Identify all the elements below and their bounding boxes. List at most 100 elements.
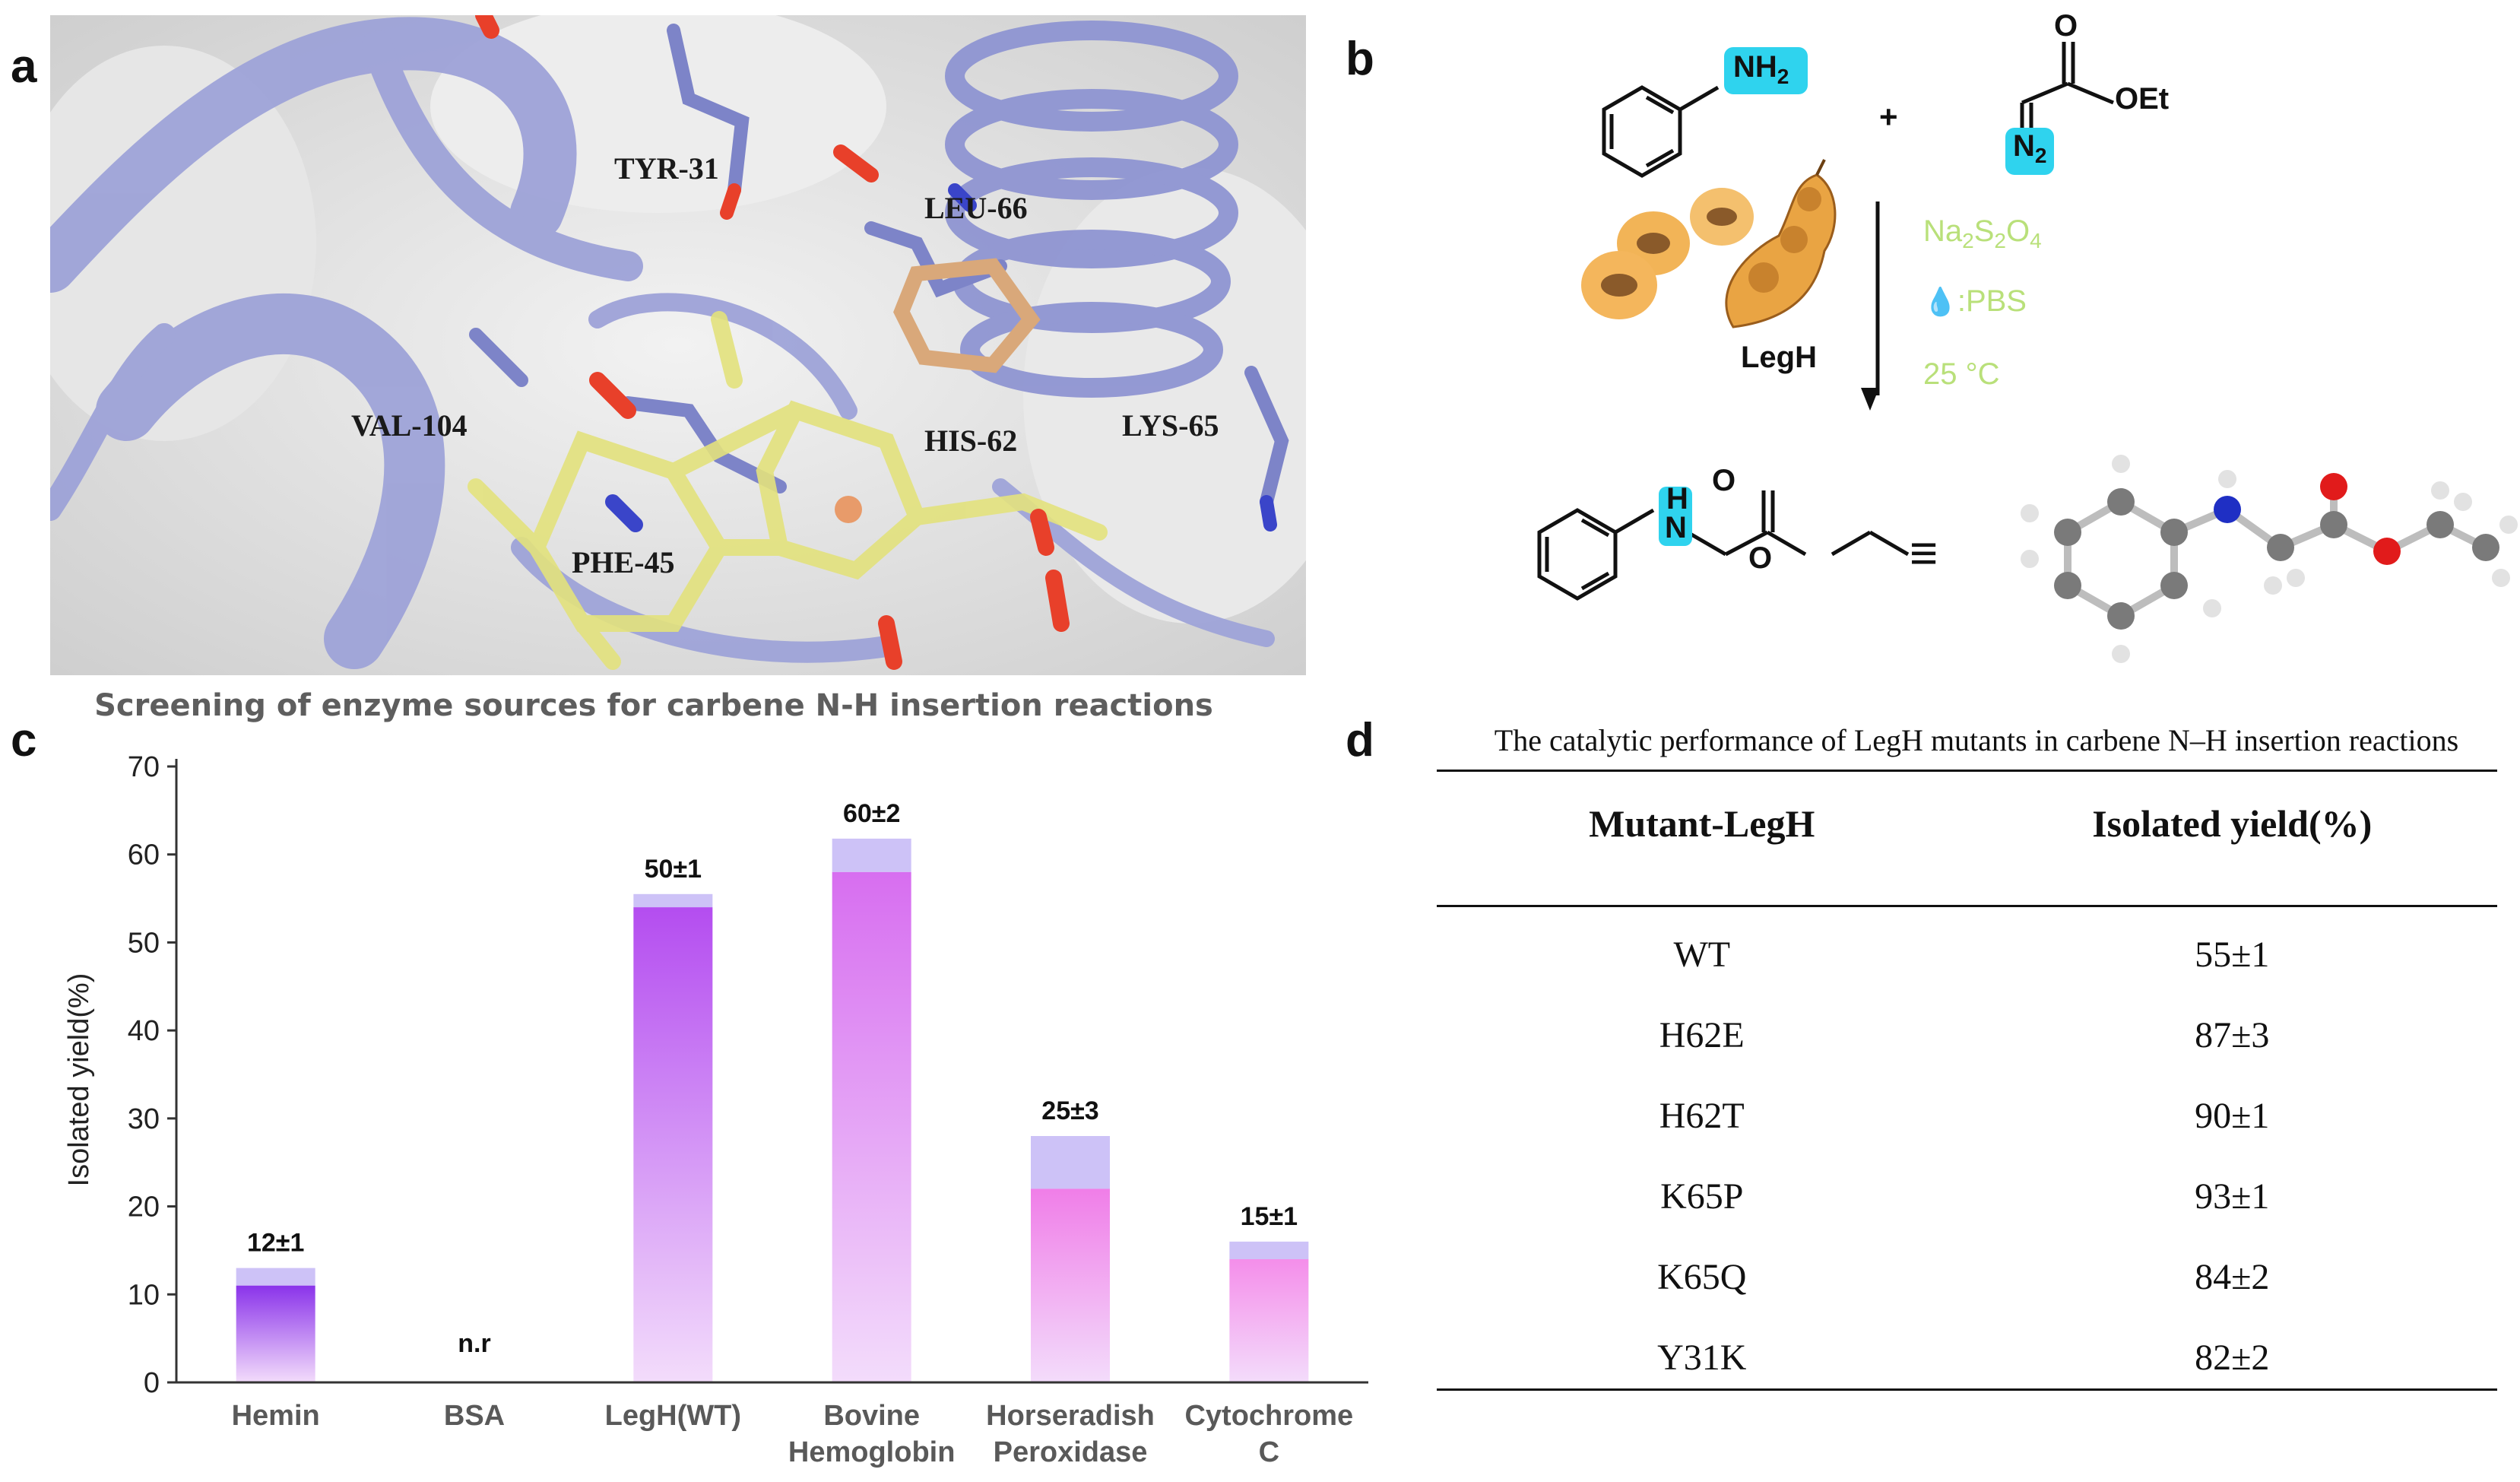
bar-error-band xyxy=(633,893,713,908)
mutant-cell: Y31K xyxy=(1657,1337,1747,1378)
y-axis-label: Isolated yield(%) xyxy=(63,973,95,1187)
x-category-label: BSA xyxy=(444,1400,505,1432)
x-category-label: Horseradish xyxy=(986,1400,1155,1432)
yield-cell: 90±1 xyxy=(2195,1095,2270,1136)
bar xyxy=(1229,1259,1309,1382)
bar xyxy=(633,907,713,1382)
bar-data-label: 60±2 xyxy=(843,799,900,828)
droplet-icon: 💧 xyxy=(1923,286,1957,317)
catalyst-label: LegH xyxy=(1741,341,1817,374)
reductant-sub-3: 4 xyxy=(2030,229,2042,252)
reductant-sub-2: 2 xyxy=(1994,229,2006,252)
residue-label: TYR-31 xyxy=(614,151,719,186)
reaction-scheme-image xyxy=(1537,42,2518,663)
mutant-cell: K65Q xyxy=(1657,1256,1747,1297)
mutant-cell: WT xyxy=(1673,934,1731,975)
yield-cell: 93±1 xyxy=(2195,1176,2270,1217)
table-bottom-rule xyxy=(1437,1388,2497,1391)
panel-letter-a: a xyxy=(11,40,37,93)
x-category-label: Hemin xyxy=(232,1400,320,1432)
product-o1: O xyxy=(1712,464,1736,497)
bar-error-band xyxy=(1031,1136,1110,1189)
residue-label: LEU-66 xyxy=(924,191,1028,225)
mutant-cell: H62T xyxy=(1659,1095,1745,1136)
panel-letter-d: d xyxy=(1346,714,1374,766)
bar-error-band xyxy=(1229,1241,1309,1259)
bar-error-band xyxy=(832,838,911,872)
bar-data-label: 12±1 xyxy=(247,1229,304,1258)
header-mutant: Mutant-LegH xyxy=(1589,802,1815,845)
bar-data-label: 50±1 xyxy=(645,855,702,884)
bar-data-label: 15±1 xyxy=(1241,1202,1298,1231)
table-row: WT 55±1 xyxy=(1437,914,2497,995)
x-category-label: C xyxy=(1259,1436,1279,1468)
y-tick-label: 40 xyxy=(128,1015,160,1047)
product-h: H xyxy=(1666,482,1688,516)
reactant-1-amine: NH2 xyxy=(1733,50,1789,89)
yield-cell: 87±3 xyxy=(2195,1014,2270,1055)
solvent-condition: 💧:PBS xyxy=(1923,284,2027,319)
table-row: K65P 93±1 xyxy=(1437,1156,2497,1236)
bar xyxy=(236,1285,315,1382)
residue-label: HIS-62 xyxy=(924,424,1018,458)
diazo-n-text: N xyxy=(2013,129,2035,163)
x-category-label: Cytochrome xyxy=(1184,1400,1353,1432)
reductant-condition: Na2S2O4 xyxy=(1923,214,2042,253)
yield-cell: 84±2 xyxy=(2195,1256,2270,1297)
diazo-n: N2 xyxy=(2013,129,2046,168)
bar xyxy=(832,871,911,1382)
diazo-n-subscript: 2 xyxy=(2034,144,2047,167)
table-row: H62T 90±1 xyxy=(1437,1075,2497,1156)
chart-title: Screening of enzyme sources for carbene … xyxy=(94,688,1213,723)
soybean-image xyxy=(1581,159,1837,328)
x-category-label: Hemoglobin xyxy=(788,1436,956,1468)
reductant-o: O xyxy=(2005,214,2030,248)
amine-subscript: 2 xyxy=(1777,65,1789,88)
temperature-condition: 25 °C xyxy=(1923,357,2000,391)
carbonyl-o: O xyxy=(2054,9,2078,43)
table-row: H62E 87±3 xyxy=(1437,995,2497,1075)
table-caption: The catalytic performance of LegH mutant… xyxy=(1494,723,2459,757)
table-row: Y31K 82±2 xyxy=(1437,1317,2497,1398)
protein-structure-image xyxy=(50,15,1306,675)
x-category-label: Bovine xyxy=(823,1400,920,1432)
ball-and-stick-model xyxy=(2021,455,2518,663)
bar-error-band xyxy=(236,1268,315,1286)
reductant-sub-1: 2 xyxy=(1962,229,1974,252)
y-tick-label: 70 xyxy=(128,751,160,783)
y-tick-label: 20 xyxy=(128,1192,160,1223)
y-tick-label: 10 xyxy=(128,1279,160,1311)
panel-letter-b: b xyxy=(1346,33,1374,85)
panel-letter-c: c xyxy=(11,714,37,766)
solvent-text: :PBS xyxy=(1957,284,2027,318)
bar xyxy=(1031,1188,1110,1382)
x-category-label: Peroxidase xyxy=(994,1436,1148,1468)
table-row: K65Q 84±2 xyxy=(1437,1236,2497,1317)
header-yield: Isolated yield(%) xyxy=(2092,802,2373,845)
y-tick-label: 0 xyxy=(144,1367,160,1399)
mutant-cell: K65P xyxy=(1660,1176,1744,1217)
yield-cell: 82±2 xyxy=(2195,1337,2270,1378)
x-category-label: LegH(WT) xyxy=(605,1400,741,1432)
y-tick-label: 60 xyxy=(128,839,160,871)
equivalence-symbol: ≡ xyxy=(1910,525,1938,580)
table-header-row: Mutant-LegH Isolated yield(%) xyxy=(1437,783,2497,864)
reductant-s: S xyxy=(1973,214,1995,248)
y-tick-label: 50 xyxy=(128,927,160,959)
bar-data-label: 25±3 xyxy=(1041,1096,1098,1125)
residue-label: VAL-104 xyxy=(351,408,468,443)
product-n: N xyxy=(1665,511,1687,544)
product-o2: O xyxy=(1748,541,1773,575)
diazo-structure xyxy=(2020,42,2114,133)
bar-data-label: n.r xyxy=(458,1329,490,1358)
table-header-rule xyxy=(1437,905,2497,907)
residue-label: LYS-65 xyxy=(1122,408,1219,443)
mutant-cell: H62E xyxy=(1659,1014,1745,1055)
residue-label: PHE-45 xyxy=(572,545,675,579)
y-tick-label: 30 xyxy=(128,1103,160,1135)
product-structure xyxy=(1537,490,1910,601)
reductant-na: Na xyxy=(1923,214,1963,248)
aniline-structure xyxy=(1602,85,1720,178)
yield-cell: 55±1 xyxy=(2195,934,2270,975)
